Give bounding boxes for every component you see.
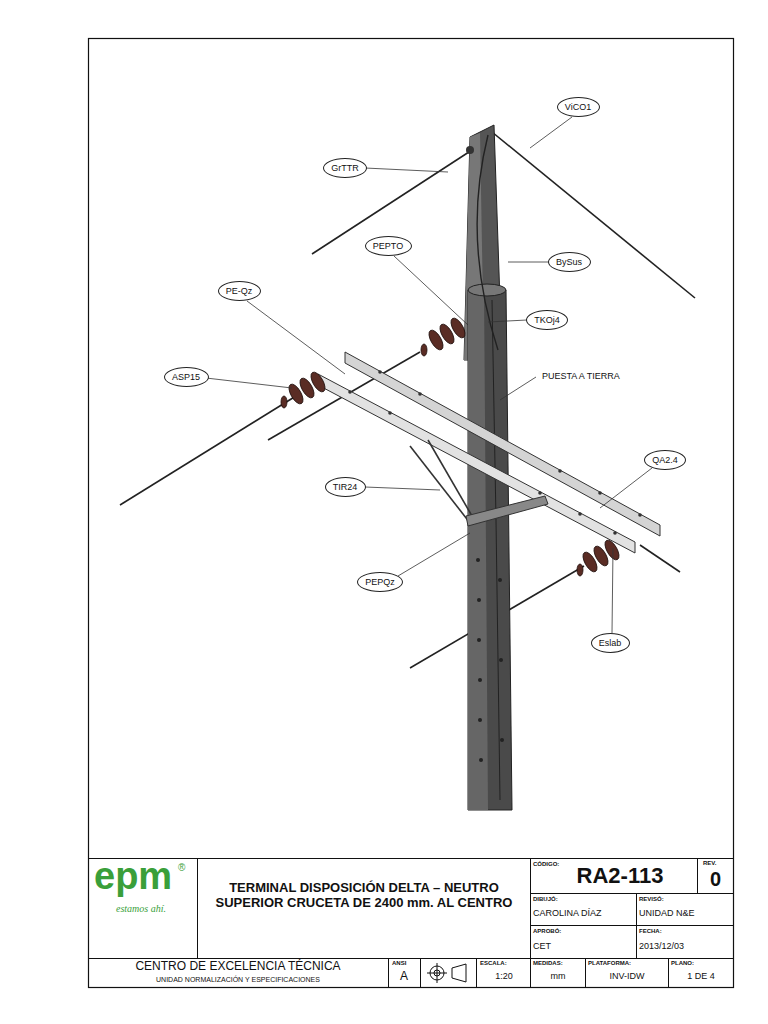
sheet-label: CÓDIGO: (533, 861, 559, 868)
callout-oval: PEPQz (357, 572, 403, 592)
insulator-string (281, 370, 328, 408)
crossarm (345, 352, 660, 536)
sheet-label: REV. (703, 860, 716, 867)
sheet-label: mm (533, 972, 583, 982)
sheet-label: APROBÓ: (533, 928, 561, 935)
sheet-label: MEDIDAS: (533, 960, 563, 967)
callout-oval: QA2.4 (644, 450, 686, 470)
crossarm-bracket (466, 496, 548, 526)
sheet-label: A (388, 970, 420, 983)
sheet-label: UNIDAD NORMALIZACIÓN Y ESPECIFICACIONES (88, 976, 388, 984)
pole (468, 290, 512, 810)
sheet-label: INV-IDW (588, 972, 666, 982)
callout-code: TKOj4 (534, 315, 560, 325)
sheet-label: CET (533, 942, 551, 952)
sheet-label: RA2-113 (545, 864, 695, 888)
pole-face (468, 290, 488, 810)
leader-lines (206, 117, 652, 633)
callout-oval: BySus (548, 252, 591, 272)
sheet-label: DIBUJÓ: (533, 896, 558, 903)
wires (120, 132, 695, 668)
sheet-label: ANSI (392, 960, 406, 967)
sheet-label: PUESTA A TIERRA (540, 372, 622, 382)
callout-code: BySus (556, 257, 582, 267)
sheet-label: epm (94, 856, 172, 898)
callout-oval: PE-Qz (218, 281, 261, 301)
callout-code: GrTTR (331, 163, 359, 173)
sheet-label: ESCALA: (480, 960, 507, 967)
pole-holes (476, 558, 504, 762)
callout-code: ViCO1 (565, 102, 591, 112)
sheet-label: estamos ahí. (116, 903, 166, 914)
sheet-label: 2013/12/03 (639, 942, 684, 952)
sheet-label: 1:20 (480, 972, 528, 982)
callout-code: PEPTO (373, 241, 403, 251)
crossarm-holes (348, 370, 642, 535)
title-block-grid (88, 858, 733, 987)
callout-code: PEPQz (365, 577, 395, 587)
sheet-label: REVISÓ: (639, 896, 664, 903)
insulator-string (577, 538, 622, 576)
sheet-label: 0 (698, 868, 733, 890)
callout-code: TIR24 (333, 482, 358, 492)
crossarm (318, 374, 635, 553)
sheet-label: FECHA: (639, 928, 662, 935)
projection-symbol (427, 963, 466, 983)
ground-wire (492, 300, 500, 800)
callout-code: Eslab (599, 638, 622, 648)
guy-grip (466, 146, 474, 154)
callout-oval: ASP15 (164, 367, 209, 387)
callout-code: QA2.4 (652, 455, 678, 465)
callout-code: ASP15 (172, 372, 200, 382)
sheet-label: UNIDAD N&E (639, 909, 695, 919)
callout-oval: GrTTR (323, 158, 367, 178)
sheet-label: ® (178, 862, 185, 873)
callout-oval: TIR24 (325, 477, 366, 497)
suspension-bracket (477, 135, 498, 350)
sheet-label: CAROLINA DÍAZ (533, 909, 602, 919)
callout-oval: PEPTO (365, 236, 412, 256)
sheet-frame (89, 39, 734, 988)
callout-oval: Eslab (591, 633, 630, 653)
brace (410, 440, 472, 523)
sheet-label: PLATAFORMA: (588, 960, 631, 967)
callout-oval: ViCO1 (557, 97, 600, 117)
insulator-string (421, 316, 468, 356)
callout-code: PE-Qz (226, 286, 253, 296)
sheet-label: PLANO: (671, 960, 694, 967)
drawing-title: TERMINAL DISPOSICIÓN DELTA – NEUTRO SUPE… (205, 881, 523, 911)
pole-top (468, 284, 506, 296)
callout-oval: TKOj4 (526, 310, 568, 330)
sheet-label: 1 DE 4 (671, 972, 731, 982)
sheet-label: CENTRO DE EXCELENCIA TÉCNICA (88, 960, 388, 973)
